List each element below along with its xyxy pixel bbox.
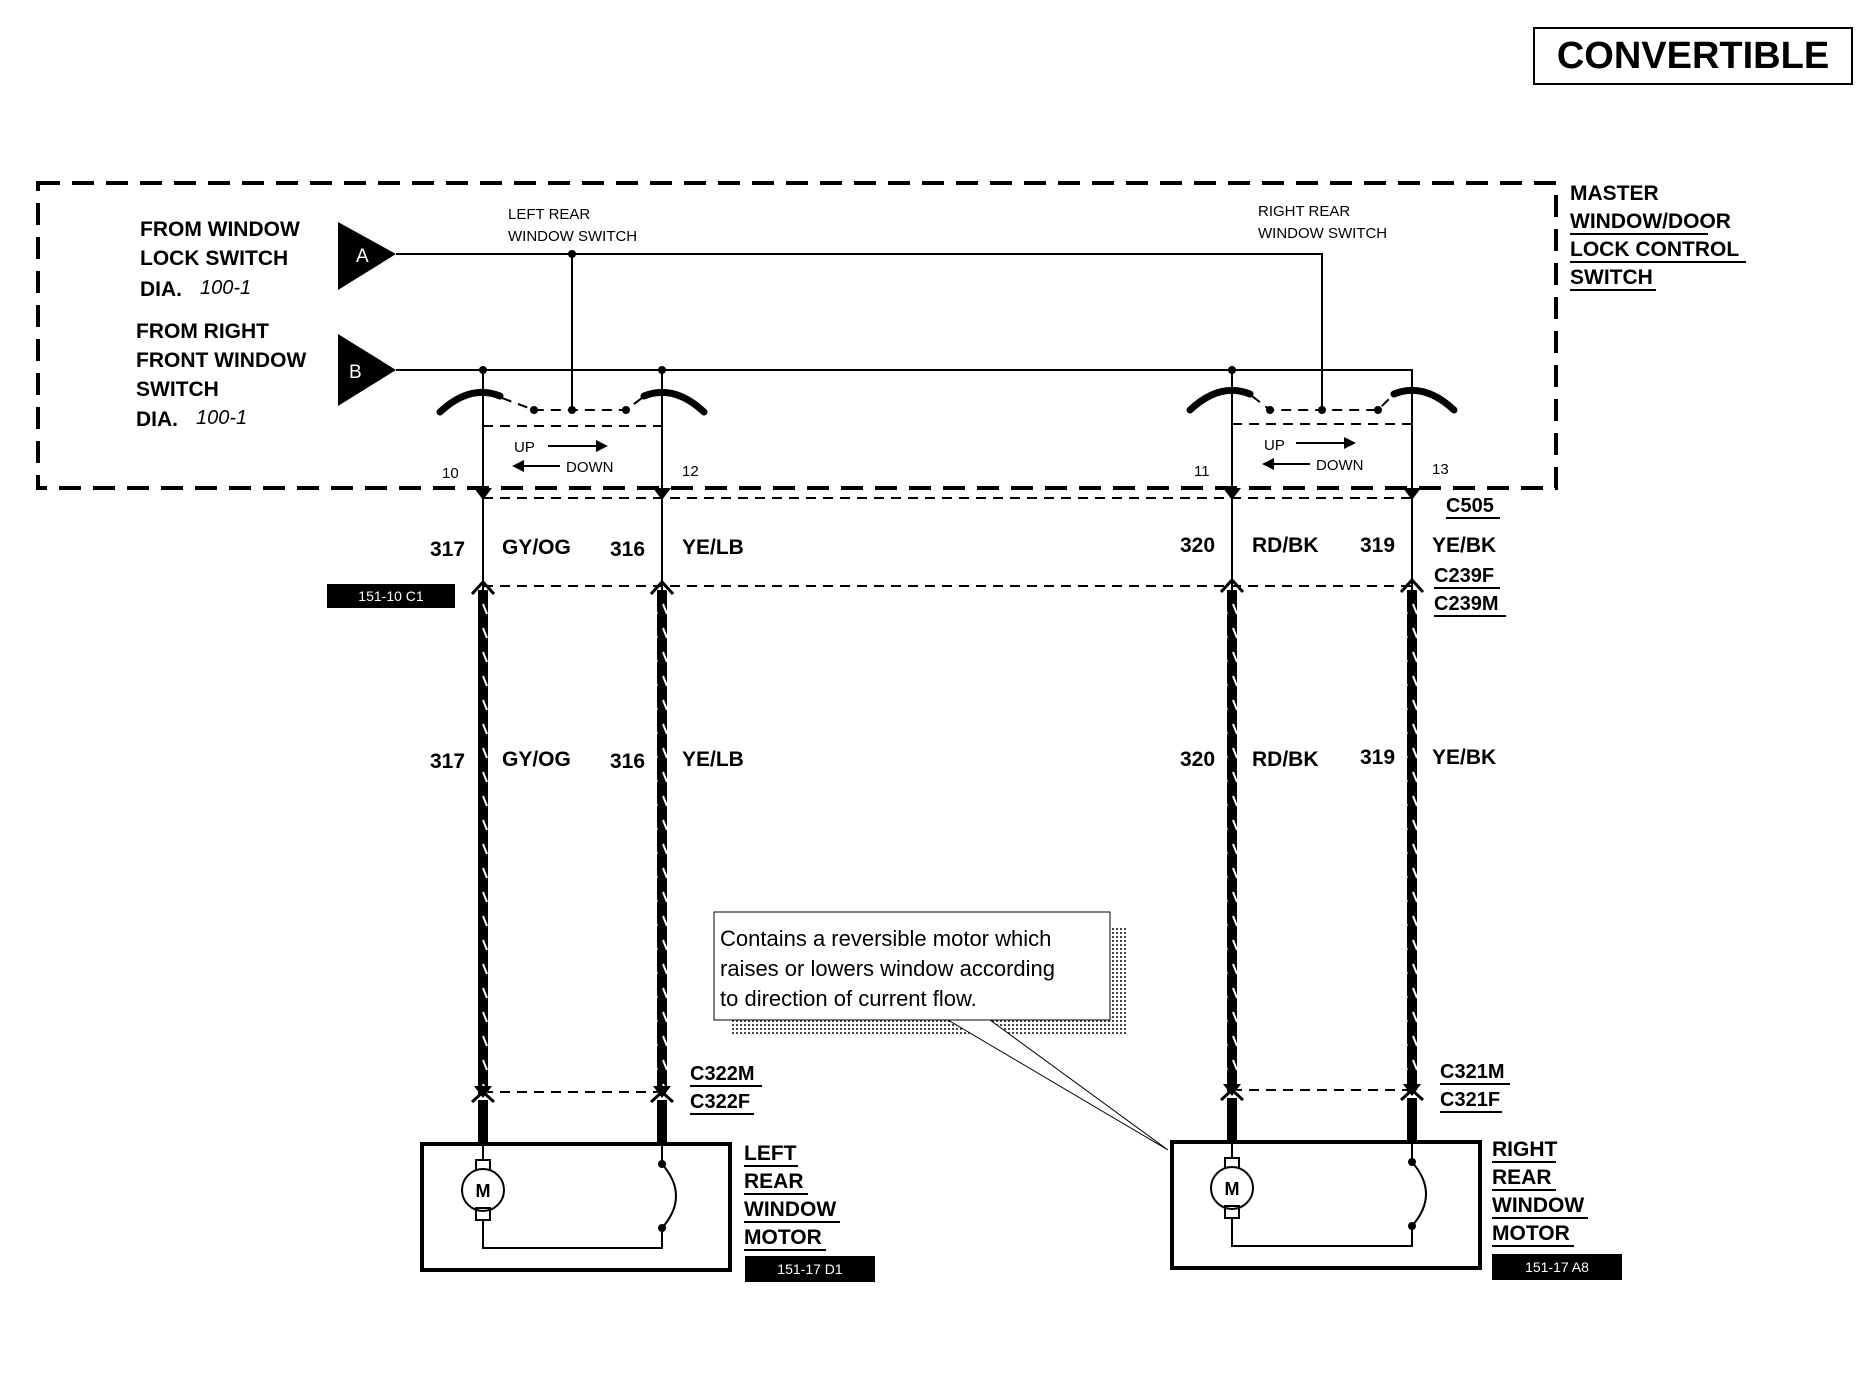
up-arrow-icon [1344,437,1356,449]
pin-11: 11 [1194,463,1210,480]
wire-320 [1227,490,1237,1142]
master-switch-label: MASTER WINDOW/DOOR LOCK CONTROL SWITCH [1570,182,1746,291]
connector-b-icon [338,334,396,406]
up-arrow-icon [596,440,608,452]
c321f-label: C321F [1440,1089,1500,1111]
limit-switch-icon [661,1163,677,1229]
circuit-317-color: GY/OG [502,536,571,559]
connector-b-letter: B [349,362,362,383]
pin-10: 10 [442,465,459,482]
circuit-320-color: RD/BK [1252,534,1319,557]
limit-switch-icon [1411,1161,1427,1227]
right-switch-down: DOWN [1316,457,1364,474]
left-motor-label-2: REAR [744,1170,804,1193]
input-b-dia-ref: 100-1 [196,407,247,429]
circuit-317-num: 317 [430,750,465,773]
convertible-label: CONVERTIBLE [1557,35,1829,77]
connector-labels: C505 C239F C239M C322M C322F C321M C321F [690,495,1510,1115]
ref-tag-right-motor-text: 151-17 A8 [1525,1259,1589,1275]
note-line-1: Contains a reversible motor which [720,926,1051,951]
circuit-319-color: YE/BK [1432,534,1496,557]
note-line-3: to direction of current flow. [720,986,977,1011]
callout-pointer [946,1019,1169,1151]
down-arrow-icon [1262,458,1274,470]
circuit-316-color: YE/LB [682,748,744,771]
circuit-320-color: RD/BK [1252,748,1319,771]
input-b-line2: FRONT WINDOW [136,349,306,372]
pin-13: 13 [1432,461,1449,478]
left-switch-down: DOWN [566,459,614,476]
circuit-labels-upper: 317 GY/OG 316 YE/LB 320 RD/BK 319 YE/BK [430,534,1496,561]
ref-tag-left-motor-text: 151-17 D1 [777,1261,843,1277]
c505-label: C505 [1446,495,1494,517]
right-switch-label-2: WINDOW SWITCH [1258,225,1387,242]
right-motor-label-2: REAR [1492,1166,1552,1189]
down-arrow-icon [512,460,524,472]
ref-tag-right-motor: 151-17 A8 [1492,1254,1622,1280]
switch-bus-wires [396,250,1413,410]
motor-icon-right: M [1225,1179,1240,1199]
input-b: FROM RIGHT FRONT WINDOW SWITCH DIA. 100-… [136,320,396,431]
circuit-labels-lower: 317 GY/OG 316 YE/LB 320 RD/BK 319 YE/BK [430,746,1496,773]
master-switch-enclosure [36,181,1558,490]
circuit-317-color: GY/OG [502,748,571,771]
input-a-line2: LOCK SWITCH [140,247,288,270]
master-label-3: LOCK CONTROL [1570,238,1739,261]
input-b-line3: SWITCH [136,378,219,401]
motor-note-callout: Contains a reversible motor which raises… [713,911,1169,1151]
connector-a-letter: A [356,246,369,267]
c322f-label: C322F [690,1091,750,1113]
connector-pins [470,488,1425,1104]
input-a-line1: FROM WINDOW [140,218,300,241]
ref-tag-left-motor: 151-17 D1 [745,1256,875,1282]
right-switch-up: UP [1264,437,1285,454]
convertible-badge: CONVERTIBLE [1533,27,1853,85]
c239f-label: C239F [1434,565,1494,587]
circuit-319-num: 319 [1360,534,1395,557]
left-switch-label-1: LEFT REAR [508,206,590,223]
master-label-4: SWITCH [1570,266,1653,289]
wire-319 [1407,490,1417,1142]
right-motor-label-3: WINDOW [1492,1194,1584,1217]
input-a: FROM WINDOW LOCK SWITCH DIA. 100-1 A [140,218,396,301]
c239m-label: C239M [1434,593,1498,615]
wire-316 [657,490,667,1144]
input-b-line1: FROM RIGHT [136,320,269,343]
input-a-dia-label: DIA. [140,278,182,301]
note-line-2: raises or lowers window according [720,956,1055,981]
left-rear-window-switch: LEFT REAR WINDOW SWITCH UP DOWN 10 12 [436,206,708,490]
input-a-dia-ref: 100-1 [200,277,251,299]
circuit-320-num: 320 [1180,534,1215,557]
master-label-1: MASTER [1570,182,1659,205]
circuit-316-color: YE/LB [682,536,744,559]
ref-tag-left-harness-text: 151-10 C1 [358,588,424,604]
connector-a-icon [338,222,396,290]
left-motor-label-4: MOTOR [744,1226,822,1249]
master-label-2: WINDOW/DOOR [1570,210,1731,233]
input-b-dia-label: DIA. [136,408,178,431]
circuit-319-color: YE/BK [1432,746,1496,769]
left-motor-label-3: WINDOW [744,1198,836,1221]
right-rear-window-motor: M RIGHT REAR WINDOW MOTOR [1170,1138,1588,1270]
c322m-label: C322M [690,1063,754,1085]
right-motor-label-1: RIGHT [1492,1138,1558,1161]
circuit-320-num: 320 [1180,748,1215,771]
left-rear-window-motor: M LEFT REAR WINDOW MOTOR [420,1142,840,1272]
pin-12: 12 [682,463,699,480]
wire-317 [478,490,488,1144]
left-switch-up: UP [514,439,535,456]
left-switch-label-2: WINDOW SWITCH [508,228,637,245]
motor-icon-left: M [476,1181,491,1201]
ref-tag-left-harness: 151-10 C1 [327,584,455,608]
circuit-319-num: 319 [1360,746,1395,769]
left-motor-label-1: LEFT [744,1142,797,1165]
circuit-316-num: 316 [610,750,645,773]
right-rear-window-switch: RIGHT REAR WINDOW SWITCH UP DOWN 11 13 [1186,203,1458,490]
circuit-316-num: 316 [610,538,645,561]
c321m-label: C321M [1440,1061,1504,1083]
right-switch-label-1: RIGHT REAR [1258,203,1350,220]
right-motor-label-4: MOTOR [1492,1222,1570,1245]
circuit-317-num: 317 [430,538,465,561]
